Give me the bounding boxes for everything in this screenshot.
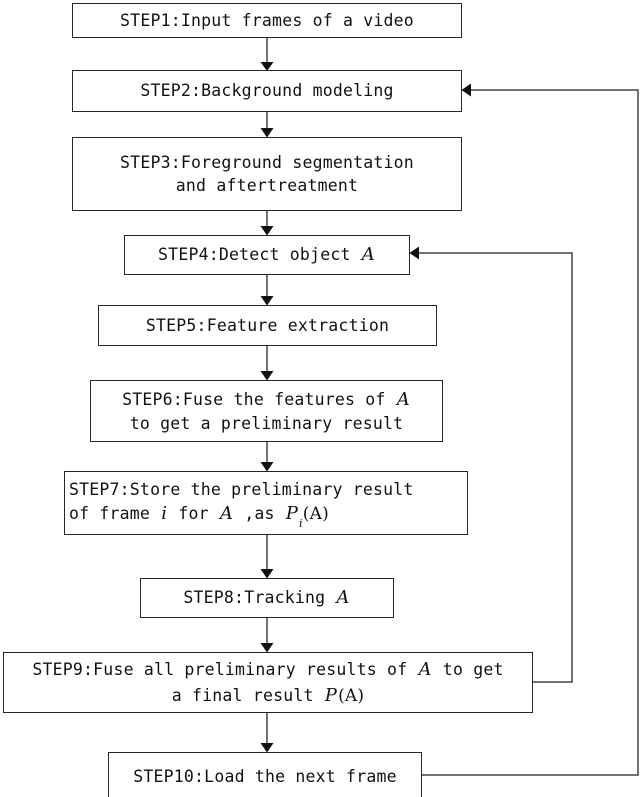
node-step8[interactable]: STEP8:Tracking A [140, 578, 394, 618]
node-step9[interactable]: STEP9:Fuse all preliminary results of A … [3, 652, 533, 713]
node-step6-label: STEP6:Fuse the features of A to get a pr… [122, 388, 410, 434]
node-step2-label: STEP2:Background modeling [140, 81, 394, 101]
node-step5[interactable]: STEP5:Feature extraction [98, 305, 437, 346]
node-step10[interactable]: STEP10:Load the next frame [108, 752, 422, 797]
edge-step7-step8 [260, 535, 274, 579]
edge-step2-step3 [260, 112, 274, 138]
edge-step5-step6 [260, 346, 274, 381]
edge-step1-step2 [260, 38, 274, 71]
node-step5-label: STEP5:Feature extraction [145, 315, 390, 335]
node-step9-label: STEP9:Fuse all preliminary results of A … [32, 658, 504, 706]
node-step1-label: STEP1:Input frames of a video [120, 10, 414, 30]
node-step3-label: STEP3:Foreground segmentation and aftert… [120, 152, 414, 195]
node-step10-label: STEP10:Load the next frame [133, 767, 397, 787]
node-step4-label: STEP4:Detect object A [158, 244, 375, 266]
edge-step3-step4 [260, 211, 274, 236]
edge-step6-step7 [260, 442, 274, 472]
node-step6[interactable]: STEP6:Fuse the features of A to get a pr… [90, 380, 443, 442]
edge-step8-step9 [260, 618, 274, 653]
node-step4[interactable]: STEP4:Detect object A [124, 235, 410, 275]
edge-step9-step10 [260, 713, 274, 753]
node-step2[interactable]: STEP2:Background modeling [72, 70, 462, 112]
node-step1[interactable]: STEP1:Input frames of a video [72, 3, 462, 38]
node-step3[interactable]: STEP3:Foreground segmentation and aftert… [72, 137, 462, 211]
node-step7[interactable]: STEP7:Store the preliminary result of fr… [64, 471, 468, 535]
edge-step4-step5 [260, 275, 274, 306]
node-step8-label: STEP8:Tracking A [183, 587, 350, 609]
node-step7-label: STEP7:Store the preliminary result of fr… [69, 479, 414, 530]
